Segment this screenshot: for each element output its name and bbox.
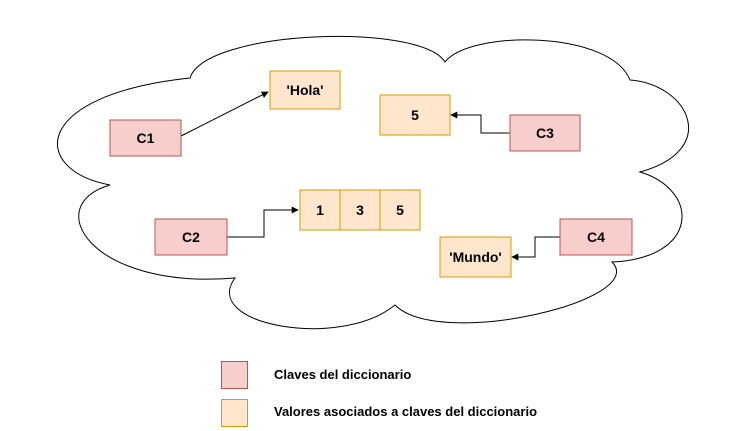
legend-key-label: Claves del diccionario bbox=[274, 367, 412, 382]
value-box-mundo bbox=[439, 236, 512, 278]
arrow-c1-to-hola bbox=[180, 91, 269, 137]
arrow-c2-to-list bbox=[227, 206, 299, 238]
arrow-c3-to-five bbox=[450, 111, 510, 134]
value-box-hola bbox=[269, 70, 341, 110]
key-label-c3: C3 bbox=[536, 125, 554, 141]
key-label-c4: C4 bbox=[587, 229, 605, 245]
key-label-c2: C2 bbox=[182, 229, 200, 245]
key-box-c2 bbox=[154, 218, 228, 256]
legend-value-label: Valores asociados a claves del diccionar… bbox=[274, 404, 538, 419]
value-label-mundo: 'Mundo' bbox=[449, 249, 502, 265]
value-label-list-item-2: 3 bbox=[356, 202, 364, 218]
legend-value-swatch bbox=[221, 399, 248, 427]
value-label-list-item-1: 1 bbox=[316, 202, 324, 218]
arrow-c4-to-mundo bbox=[511, 236, 560, 261]
value-box-list-item-3 bbox=[379, 189, 421, 231]
key-box-c1 bbox=[109, 119, 182, 157]
dictionary-cloud bbox=[57, 35, 689, 330]
legend-key-swatch bbox=[221, 361, 248, 389]
value-label-five: 5 bbox=[411, 107, 419, 123]
value-box-five bbox=[379, 94, 451, 136]
key-box-c3 bbox=[509, 114, 581, 152]
key-label-c1: C1 bbox=[137, 130, 155, 146]
value-label-list-item-3: 5 bbox=[396, 202, 404, 218]
value-label-hola: 'Hola' bbox=[287, 82, 324, 98]
key-box-c4 bbox=[559, 218, 633, 256]
